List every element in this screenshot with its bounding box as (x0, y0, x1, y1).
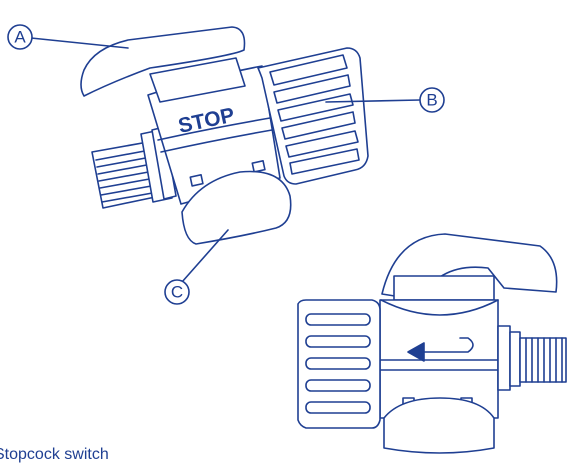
tap-c (181, 170, 292, 245)
valve-closed: STOP (80, 26, 369, 245)
callout-a-label: A (14, 28, 26, 47)
knurled-nut-lower (297, 299, 381, 429)
callout-c-label: C (171, 283, 183, 302)
threaded-outlet-right (497, 325, 567, 391)
threaded-inlet-left (91, 126, 177, 209)
knurled-nut (257, 47, 369, 185)
callout-b-label: B (426, 91, 437, 110)
lever-handle (80, 26, 246, 103)
figure-caption: Stopcock switch (0, 446, 109, 463)
callout-b: B (325, 87, 445, 113)
valve-open (297, 233, 567, 454)
flow-arrow-icon (407, 337, 474, 362)
callout-a: A (7, 24, 129, 50)
callout-c: C (164, 229, 229, 305)
